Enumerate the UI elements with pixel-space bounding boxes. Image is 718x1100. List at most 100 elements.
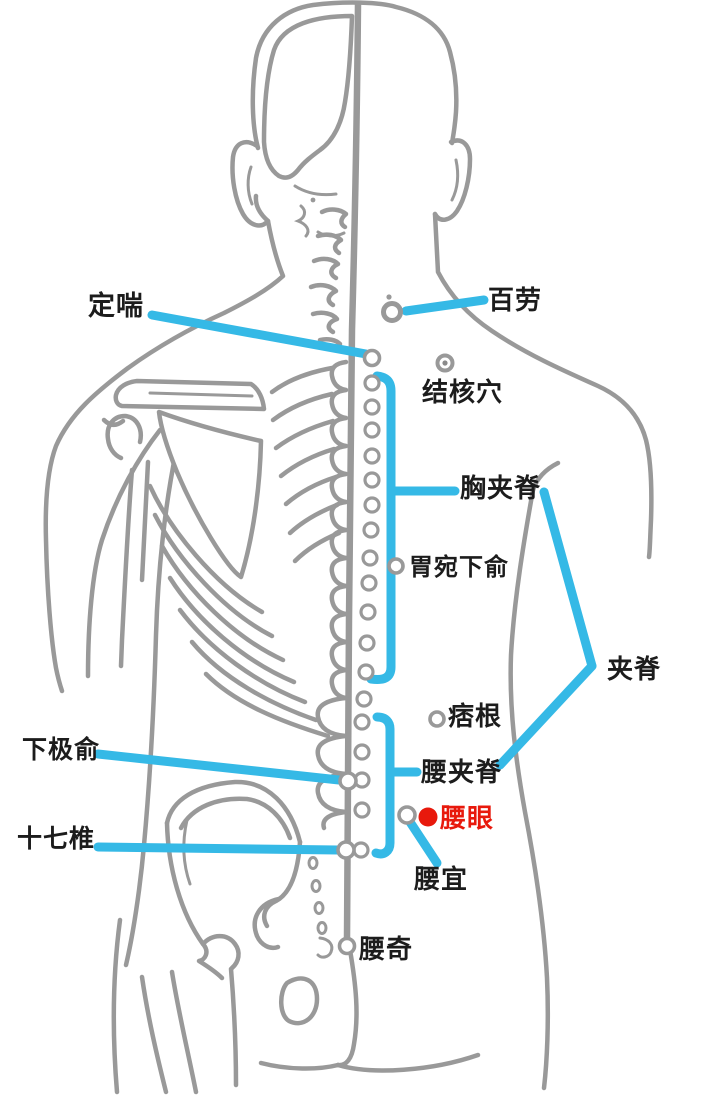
rib (177, 607, 308, 705)
ilium-detail-arc (182, 818, 192, 886)
lumbar-jiaji-bracket (371, 712, 395, 859)
spine-dot (362, 521, 380, 539)
spine-dot (358, 634, 376, 652)
spine-dot (353, 713, 371, 731)
rib (152, 512, 275, 639)
occiput-dot (310, 197, 316, 203)
yaoyan-point (418, 807, 438, 827)
spine-dot (360, 574, 378, 592)
bailao-point (381, 301, 403, 323)
label-weiwanxiashu: 胃宛下俞 (409, 554, 509, 581)
sacrum-curl (316, 936, 334, 959)
cervical-vertebrae (317, 336, 343, 347)
acromion-arc (101, 417, 126, 427)
yaoyi-leader-line (405, 817, 442, 868)
bailao-leader-line (401, 295, 489, 316)
label-bailao: 百劳 (488, 285, 543, 315)
label-pigen: 痞根 (448, 701, 503, 731)
left-ear (230, 140, 271, 228)
spine-dot (361, 549, 379, 567)
rib (269, 365, 335, 395)
pigen-point (428, 710, 446, 728)
occiput-detail (293, 184, 338, 197)
label-xiajishu: 下极俞 (22, 736, 101, 764)
label-yaojiaji: 腰夹脊 (421, 757, 503, 787)
left-torso-edge (123, 449, 179, 968)
annotation-lines (93, 295, 597, 868)
rib (270, 391, 335, 423)
rib (167, 575, 297, 685)
spine-dot (363, 374, 381, 392)
rib (203, 671, 331, 739)
right-neck-shoulder-arm (432, 211, 654, 560)
gluteal-cleft (335, 947, 359, 1068)
spine-dot (363, 471, 381, 489)
spine-dot (363, 496, 381, 514)
left-arm-inner (85, 427, 163, 679)
scapular-spine-inner (148, 391, 254, 398)
spine-dot (353, 801, 371, 819)
label-shiqizhui: 十七椎 (17, 825, 96, 853)
rib (278, 446, 337, 479)
sacral-foramen (313, 901, 325, 915)
iliac-crest-outer (164, 779, 303, 845)
shiqizhui-point (336, 840, 356, 860)
spine-midline (343, 0, 362, 942)
spine-dot (357, 663, 375, 681)
cervical-vertebrae (310, 310, 340, 335)
spine-dot (363, 421, 381, 439)
label-yaoyi: 腰宜 (414, 864, 469, 894)
femur-line (169, 969, 199, 1095)
humerus-shaft (118, 467, 135, 669)
jiaji-pointer-lower (495, 661, 597, 770)
bailao-small-dot (386, 294, 392, 300)
ilium-left-edge (164, 820, 225, 981)
left-neck-shoulder-arm (43, 218, 286, 694)
left-leg-inner (139, 974, 169, 1095)
label-dingchuan: 定喘 (88, 291, 144, 321)
iliac-crest-inner (178, 796, 293, 841)
label-jiehexue: 结核穴 (422, 377, 504, 407)
sacral-foramen (307, 856, 319, 870)
xiajishu-leader-line (93, 749, 344, 785)
spine-dot (363, 447, 381, 465)
spine-dot (363, 398, 381, 416)
spine-dot (353, 743, 371, 761)
obturator-foramen (279, 976, 320, 1026)
left-ear-inner (246, 165, 254, 206)
gluteal-fold (258, 1060, 341, 1071)
spine-dot (355, 690, 373, 708)
jiaji-pointer-upper (539, 487, 597, 671)
rib (273, 418, 336, 451)
label-xiongjiaji: 胸夹脊 (460, 473, 542, 503)
spine-dot (359, 603, 377, 621)
humeral-head (105, 413, 143, 461)
cervical-vertebrae (315, 232, 344, 256)
humerus-shaft (139, 459, 151, 583)
skeleton-drawing (43, 0, 654, 1095)
occiput-detail (293, 204, 310, 238)
yaoyi-point (397, 805, 417, 825)
cervical-vertebrae (311, 256, 341, 281)
thoracic-spinous-processes (329, 359, 349, 701)
label-jiaji: 夹脊 (607, 654, 662, 684)
dingchuan-leader-line (147, 310, 371, 359)
sacral-foramen (310, 879, 322, 893)
point-markers (336, 294, 455, 956)
spine-dot (352, 841, 370, 859)
yaoqi-point (337, 936, 357, 956)
right-torso-edge (508, 487, 551, 1091)
rib (147, 483, 265, 615)
rib (287, 502, 340, 536)
cervical-vertebrae (308, 282, 339, 308)
right-ear (432, 138, 473, 222)
rib (159, 543, 286, 663)
ischium-blob (252, 896, 282, 951)
right-armpit-fold (530, 460, 561, 493)
shiqizhui-leader-line (93, 842, 343, 855)
femur-line (228, 966, 239, 1088)
label-yaoyan: 腰眼 (440, 803, 495, 833)
weiwanxiashu-point (387, 557, 405, 575)
